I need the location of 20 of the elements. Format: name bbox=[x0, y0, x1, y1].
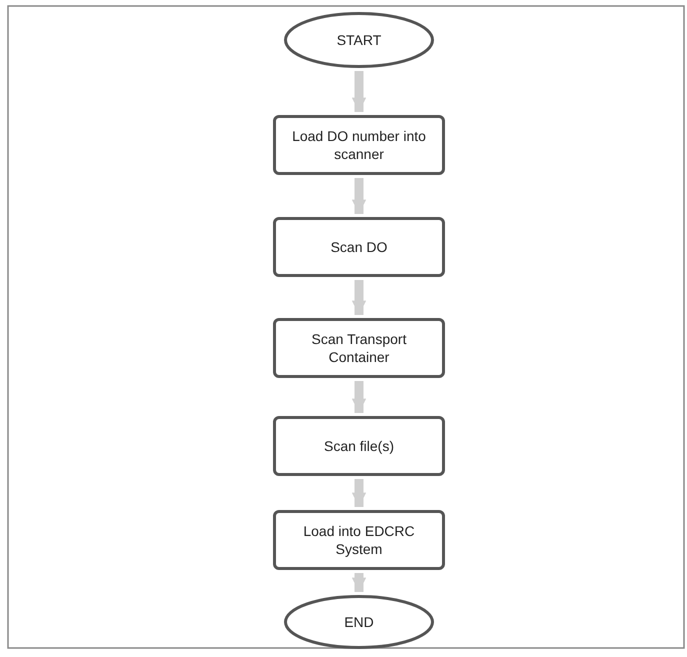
arrow bbox=[352, 280, 366, 315]
node-label: Scan file(s) bbox=[322, 436, 396, 456]
terminal-ellipse bbox=[284, 12, 434, 68]
process-box bbox=[273, 510, 445, 570]
arrow bbox=[352, 178, 366, 214]
arrow bbox=[352, 573, 366, 592]
arrow bbox=[352, 71, 366, 112]
arrow bbox=[352, 381, 366, 413]
node-label: Scan Transport Container bbox=[310, 330, 408, 366]
node-label: END bbox=[343, 612, 375, 632]
node-label: Load into EDCRC System bbox=[302, 522, 416, 558]
process-box bbox=[273, 318, 445, 378]
node-label: Scan DO bbox=[330, 238, 388, 256]
process-box bbox=[273, 217, 445, 277]
process-box bbox=[273, 416, 445, 476]
process-box bbox=[273, 115, 445, 175]
arrow bbox=[352, 479, 366, 507]
node-label: START bbox=[336, 30, 382, 50]
node-label: Load DO number into scanner bbox=[291, 126, 427, 164]
terminal-ellipse bbox=[284, 595, 434, 649]
